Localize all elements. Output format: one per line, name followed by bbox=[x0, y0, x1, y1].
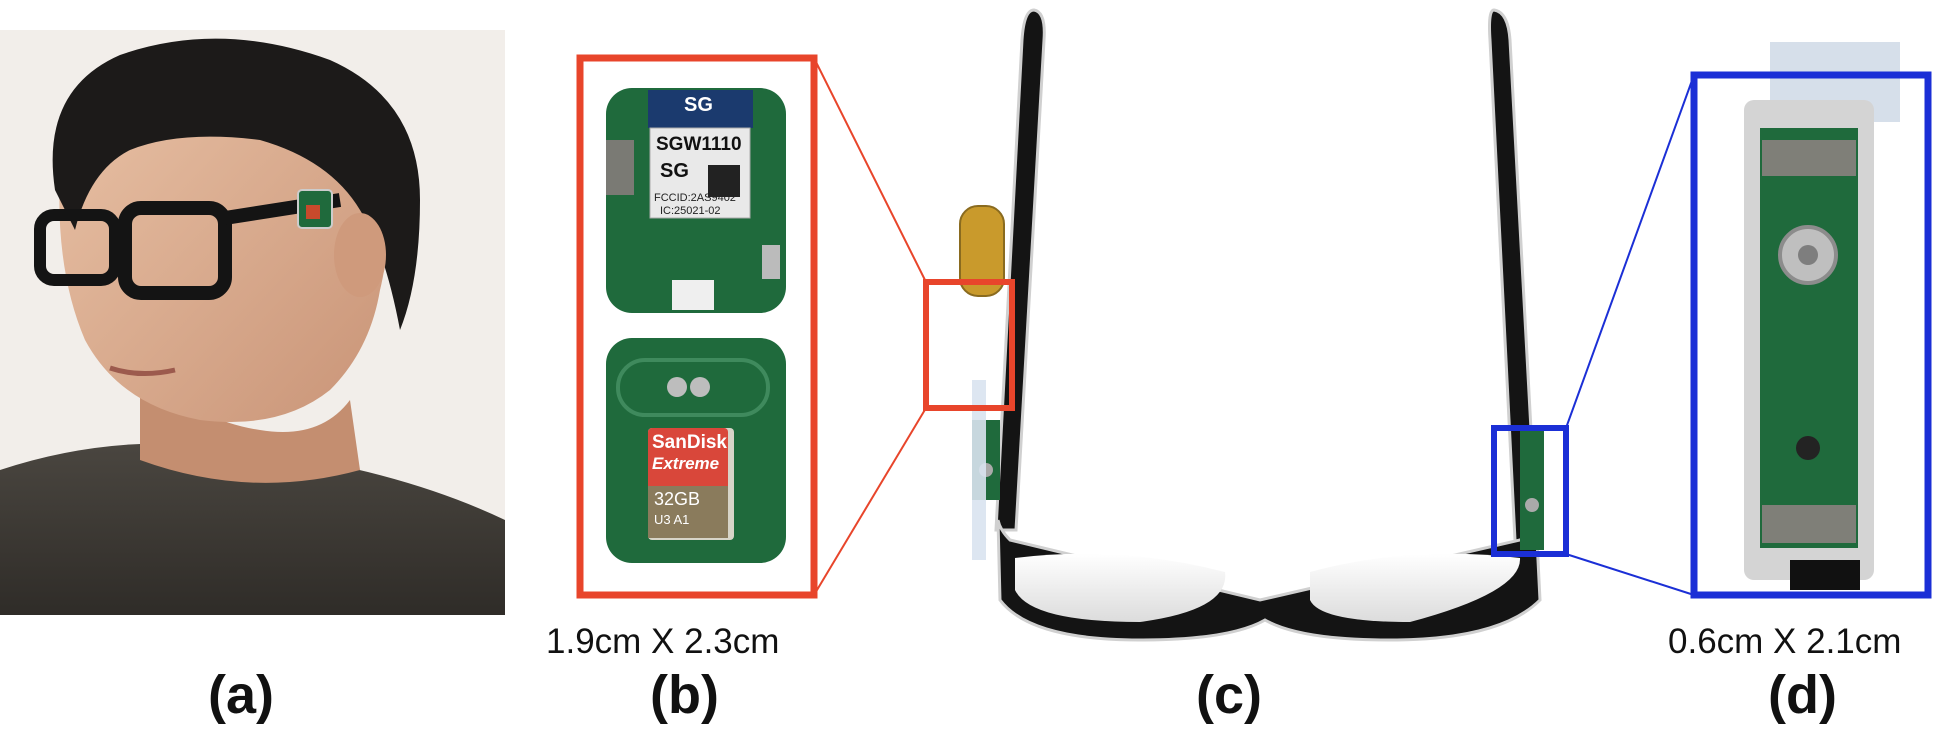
red-connector-top bbox=[813, 57, 927, 283]
shirt bbox=[0, 443, 505, 615]
right-sensor bbox=[1525, 498, 1539, 512]
contact-right bbox=[690, 377, 710, 397]
panel-b bbox=[576, 54, 818, 599]
narrow-pcb bbox=[1760, 128, 1858, 548]
blue-small-box bbox=[1491, 425, 1569, 557]
small-component bbox=[1796, 436, 1820, 460]
label-c: (c) bbox=[1196, 665, 1262, 725]
dimension-b: 1.9cm X 2.3cm bbox=[546, 622, 780, 661]
hair bbox=[52, 38, 420, 331]
lens-right-c bbox=[1310, 553, 1521, 622]
fcc-id: FCCID:2AS9402 bbox=[654, 192, 736, 204]
label-a: (a) bbox=[208, 665, 274, 725]
label-d: (d) bbox=[1768, 665, 1837, 725]
glasses-lens-right-a bbox=[118, 201, 232, 300]
contact-left bbox=[667, 377, 687, 397]
panel-c-glasses bbox=[959, 8, 1544, 642]
blue-connector-bottom bbox=[1565, 553, 1695, 596]
module-brand-mid: SG bbox=[660, 160, 689, 182]
neck bbox=[140, 360, 360, 483]
label-b: (b) bbox=[650, 665, 719, 725]
battery-connector bbox=[672, 280, 714, 310]
lens-left-c bbox=[1015, 553, 1226, 622]
panel-a-photo bbox=[0, 30, 505, 615]
left-ribbon bbox=[972, 380, 986, 560]
dimension-d: 0.6cm X 2.1cm bbox=[1668, 622, 1902, 661]
right-temple-board bbox=[1520, 430, 1544, 550]
module-name: SGW1110 bbox=[656, 134, 742, 155]
module-brand-top: SG bbox=[684, 94, 713, 116]
ic-id: IC:25021-02 bbox=[660, 205, 721, 217]
sd-brand: SanDisk bbox=[652, 432, 727, 453]
red-connector-bottom bbox=[813, 407, 927, 596]
ear bbox=[334, 213, 386, 297]
lips bbox=[109, 365, 176, 377]
module-antenna bbox=[648, 90, 753, 128]
glasses-lens-left-a bbox=[34, 209, 121, 286]
blue-highlight-box bbox=[1690, 71, 1932, 599]
sd-size: 32GB bbox=[654, 489, 701, 509]
battery bbox=[959, 205, 1005, 297]
coin-outline bbox=[616, 358, 770, 417]
top-connector-d bbox=[1762, 140, 1856, 176]
side-switch bbox=[762, 245, 780, 279]
sensor-center bbox=[1798, 245, 1818, 265]
panel-d bbox=[1690, 42, 1932, 599]
bottom-connector-d bbox=[1762, 505, 1856, 543]
left-temple bbox=[994, 8, 1046, 532]
red-small-box bbox=[923, 279, 1015, 411]
blue-connector-top bbox=[1565, 74, 1695, 429]
sd-card-lower bbox=[648, 486, 728, 538]
mounted-card-a bbox=[306, 205, 320, 219]
top-fpc-connector bbox=[606, 140, 634, 195]
sd-line: Extreme bbox=[652, 454, 720, 473]
sd-class: U3 A1 bbox=[654, 512, 690, 527]
cable-end-d bbox=[1790, 560, 1860, 590]
qr-code bbox=[708, 165, 740, 197]
